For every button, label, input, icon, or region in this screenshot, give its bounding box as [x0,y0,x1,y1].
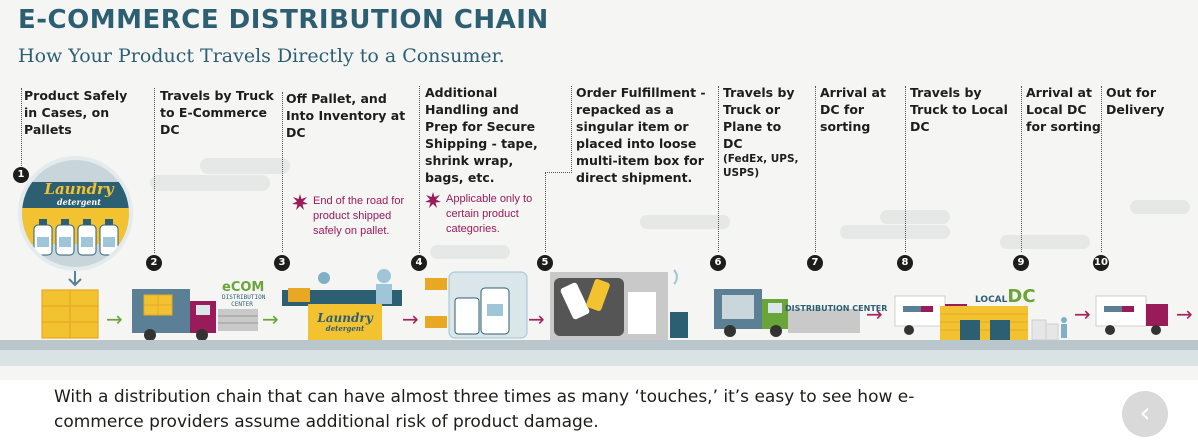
ground-strip [0,340,1198,350]
step-10-label: Out for Delivery [1106,85,1165,117]
leader-line-6 [718,86,719,252]
laundry-logo-text: Laundry [44,180,114,198]
flow-arrow-icon: → [402,307,419,331]
dc-sign-text: DC [1007,286,1036,307]
ecom-sign: eCOM DISTRIBUTION CENTER [222,280,266,308]
step-9-label: Arrival at Local DC for sorting [1026,85,1101,134]
dc-sign: DISTRIBUTION CENTER [785,304,888,313]
step-4-number: 4 [411,255,427,271]
leader-line-8 [905,86,906,252]
step-2-number: 2 [146,255,162,271]
leader-line-10 [1101,86,1102,252]
dc-truck [714,289,860,337]
step-5-label: Order Fulfillment - repacked as a singul… [576,85,706,185]
step-6-number: 6 [710,255,726,271]
step-3-number: 3 [274,255,290,271]
leader-line-5 [545,172,546,252]
flow-arrow-icon: → [1176,302,1193,326]
step-6-sublabel: (FedEx, UPS, USPS) [723,153,799,179]
step-8-number: 8 [897,255,913,271]
local-dc-sign: LOCALDC [975,286,1036,307]
delivery-van [1095,295,1168,335]
pallet-cases [41,289,99,339]
product-circle: Laundry detergent [18,156,133,271]
leader-line-5-up [571,86,572,173]
leader-line-3 [282,92,283,252]
prep-scene [425,271,528,339]
page-title: E-COMMERCE DISTRIBUTION CHAIN [18,5,549,35]
flow-arrow-icon: → [106,307,123,331]
ecom-sign-title: eCOM [222,280,265,295]
step-7-label: Arrival at DC for sorting [820,85,886,134]
step-3-label: Off Pallet, and Into Inventory at DC [286,91,406,140]
caption-text: With a distribution chain that can have … [54,387,915,432]
step-7-number: 7 [807,255,823,271]
flow-arrow-icon: → [1074,302,1091,326]
leader-line-1 [21,88,22,168]
detergent-logo-text: detergent [57,197,101,207]
page-subtitle: How Your Product Travels Directly to a C… [18,45,505,67]
step-3-note: End of the road for product shipped safe… [313,195,405,237]
leader-line-9 [1021,86,1022,252]
background-clouds [150,158,1190,259]
local-dc-building [940,306,1028,340]
step-8-label: Travels by Truck to Local DC [910,85,1008,134]
ground-strip-light [0,350,1198,366]
step-2-label: Travels by Truck to E-Commerce DC [160,88,274,137]
infographic-panel: E-COMMERCE DISTRIBUTION CHAIN How Your P… [0,0,1198,380]
ecom-sign-sub: DISTRIBUTION CENTER [222,294,266,308]
step-5-number: 5 [537,255,553,271]
leader-line-2 [154,88,155,253]
step-4-note: Applicable only to certain product categ… [446,193,533,235]
local-sign-text: LOCAL [975,295,1008,305]
detergent-bottles [33,219,119,256]
starburst-icon [425,192,441,208]
step-6-label: Travels by Truck or Plane to DC (FedEx, … [723,84,805,180]
inventory-laundry-label: Laundry [317,311,373,325]
leader-line-4 [419,86,420,253]
step-4-label: Additional Handling and Prep for Secure … [425,85,538,185]
leader-line-7 [815,86,816,252]
back-button[interactable]: ‹ [1122,391,1168,437]
down-arrow-icon [68,271,82,287]
flow-arrow-icon: → [262,307,279,331]
flow-arrow-icon: → [866,302,883,326]
flow-arrow-icon: → [528,307,545,331]
inventory-scene [282,269,402,340]
truck-pallet [132,289,258,341]
sorting-boxes [1031,317,1067,341]
chevron-left-icon: ‹ [1139,396,1151,429]
step-6-label-text: Travels by Truck or Plane to DC [723,85,795,151]
detergent-band [22,182,129,208]
fulfillment-box [550,269,688,344]
leader-line-5-h [545,172,572,173]
inventory-detergent-label: detergent [325,324,365,333]
step-1-label: Product Safely in Cases, on Pallets [24,88,128,137]
starburst-icon [292,194,308,210]
step-10-number: 10 [1093,255,1109,271]
step-1-number: 1 [13,167,29,183]
step-9-number: 9 [1013,255,1029,271]
